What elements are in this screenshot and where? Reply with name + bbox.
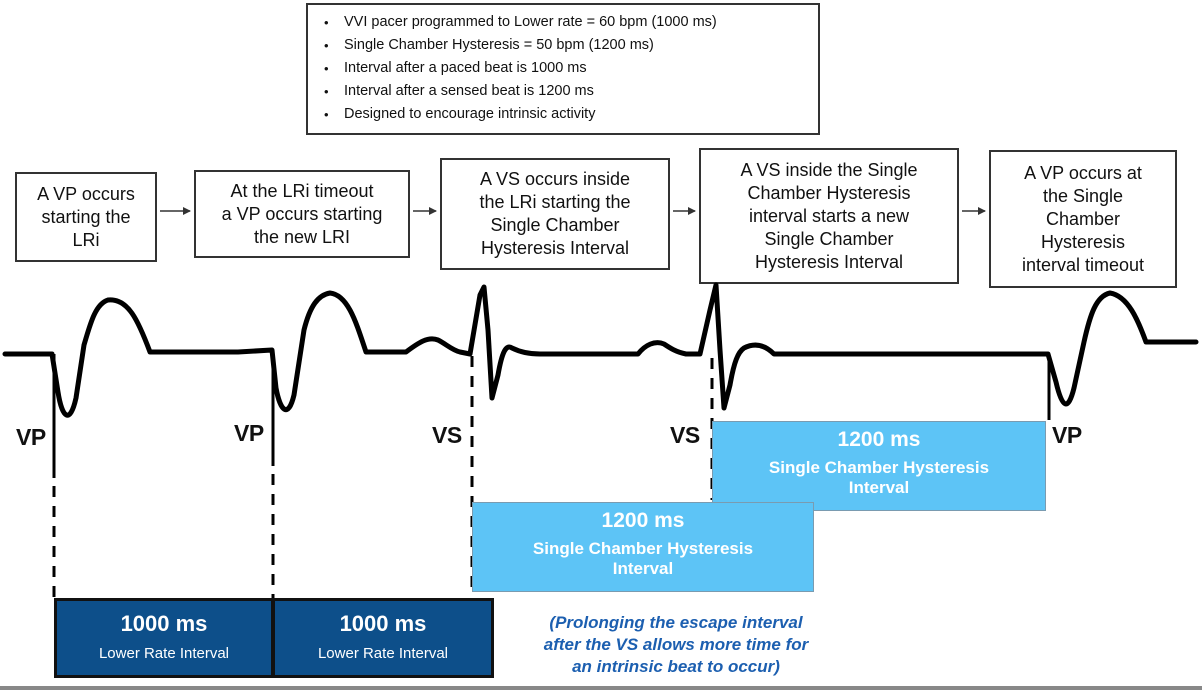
event-label-vp: VP (16, 424, 46, 450)
step-line: At the LRi timeout (230, 180, 374, 201)
step-line: the LRi starting the (479, 192, 631, 212)
hysteresis-duration: 1200 ms (601, 509, 685, 532)
step-line: Hysteresis Interval (480, 238, 630, 258)
event-label-vp: VP (1052, 422, 1082, 448)
info-bullet: Interval after a sensed beat is 1200 ms (322, 80, 806, 103)
bottom-divider (0, 686, 1202, 690)
step-line: A VP occurs (37, 183, 135, 204)
annotation-note: (Prolonging the escape interval after th… (506, 612, 846, 678)
step-line: Hysteresis (1040, 231, 1125, 252)
step-line: Chamber (1045, 208, 1121, 229)
info-bullet: VVI pacer programmed to Lower rate = 60 … (322, 11, 806, 34)
step-box-1: A VP occurs starting the LRi (15, 172, 157, 262)
hysteresis-name: Interval (612, 559, 674, 578)
step-line: A VS occurs inside (479, 169, 631, 189)
step-line: Single Chamber (764, 228, 894, 249)
hysteresis-name: Interval (848, 478, 910, 497)
info-bullet: Interval after a paced beat is 1000 ms (322, 57, 806, 80)
lri-duration: 1000 ms (339, 611, 427, 636)
hysteresis-interval-box: 1200 ms Single Chamber Hysteresis Interv… (712, 421, 1046, 511)
event-label-vp: VP (234, 420, 264, 446)
step-line: A VP occurs at (1024, 162, 1142, 183)
info-bullet: Single Chamber Hysteresis = 50 bpm (1200… (322, 34, 806, 57)
lri-duration: 1000 ms (120, 611, 208, 636)
lri-interval-box: 1000 ms Lower Rate Interval (272, 598, 494, 678)
step-box-2: At the LRi timeout a VP occurs starting … (194, 170, 410, 258)
step-line: interval timeout (1021, 254, 1145, 275)
hysteresis-name: Single Chamber Hysteresis (532, 539, 754, 558)
hysteresis-duration: 1200 ms (837, 428, 921, 451)
step-line: a VP occurs starting (221, 203, 383, 224)
step-box-4: A VS inside the Single Chamber Hysteresi… (699, 148, 959, 284)
step-box-3: A VS occurs inside the LRi starting the … (440, 158, 670, 270)
lri-interval-box: 1000 ms Lower Rate Interval (54, 598, 274, 678)
step-box-5: A VP occurs at the Single Chamber Hyster… (989, 150, 1177, 288)
step-line: Hysteresis Interval (754, 251, 904, 272)
hysteresis-interval-box: 1200 ms Single Chamber Hysteresis Interv… (472, 502, 814, 592)
ecg-trace (2, 282, 1199, 418)
step-line: interval starts a new (748, 205, 910, 226)
note-line: (Prolonging the escape interval (549, 613, 803, 632)
note-line: after the VS allows more time for (543, 635, 809, 654)
step-line: Chamber Hysteresis (747, 182, 911, 203)
step-line: LRi (72, 229, 100, 250)
lri-name: Lower Rate Interval (317, 645, 449, 662)
info-bullet: Designed to encourage intrinsic activity (322, 103, 806, 126)
step-line: starting the (41, 206, 131, 227)
lri-name: Lower Rate Interval (98, 645, 230, 662)
step-line: Single Chamber (490, 215, 620, 235)
step-line: A VS inside the Single (740, 159, 918, 180)
hysteresis-name: Single Chamber Hysteresis (768, 458, 990, 477)
note-line: an intrinsic beat to occur) (572, 657, 780, 676)
event-label-vs: VS (670, 422, 700, 448)
info-box: VVI pacer programmed to Lower rate = 60 … (306, 3, 820, 135)
step-line: the Single (1042, 185, 1124, 206)
event-label-vs: VS (432, 422, 462, 448)
step-line: the new LRI (253, 226, 351, 247)
